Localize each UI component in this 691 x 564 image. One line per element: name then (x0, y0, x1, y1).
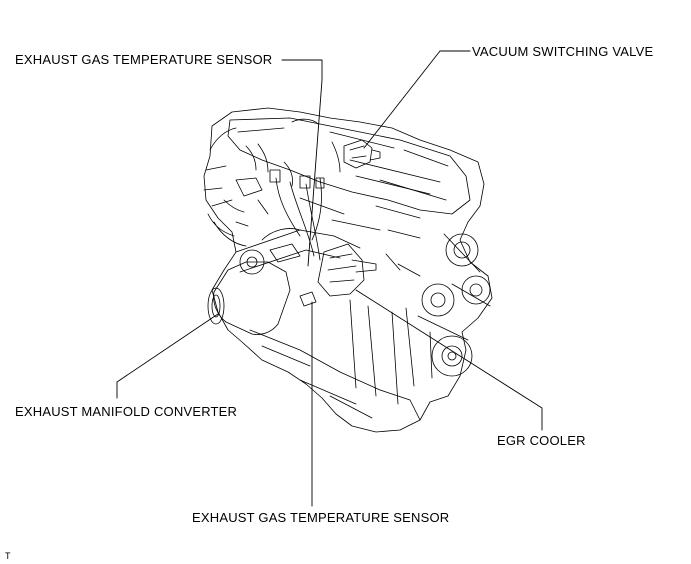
exhaust-manifold-converter-shape (213, 261, 291, 335)
leader-vsv (363, 50, 471, 149)
vacuum-switching-valve-shape (343, 139, 373, 169)
label-exhaust-manifold-converter: EXHAUST MANIFOLD CONVERTER (15, 404, 238, 419)
leader-egts-top (281, 59, 323, 267)
label-vacuum-switching-valve: VACUUM SWITCHING VALVE (472, 44, 654, 59)
label-egr-cooler: EGR COOLER (497, 433, 586, 448)
egr-cooler-shape (317, 243, 365, 297)
engine-drawing (203, 107, 493, 433)
leader-emc (116, 313, 219, 399)
engine-block-outline (203, 107, 493, 433)
label-exhaust-gas-temperature-sensor-bottom: EXHAUST GAS TEMPERATURE SENSOR (192, 510, 450, 525)
label-exhaust-gas-temperature-sensor-top: EXHAUST GAS TEMPERATURE SENSOR (15, 52, 273, 67)
cylinder-head (227, 117, 471, 215)
leader-egr (355, 289, 543, 431)
figure-code: T (5, 551, 11, 561)
leader-lines (116, 50, 543, 507)
